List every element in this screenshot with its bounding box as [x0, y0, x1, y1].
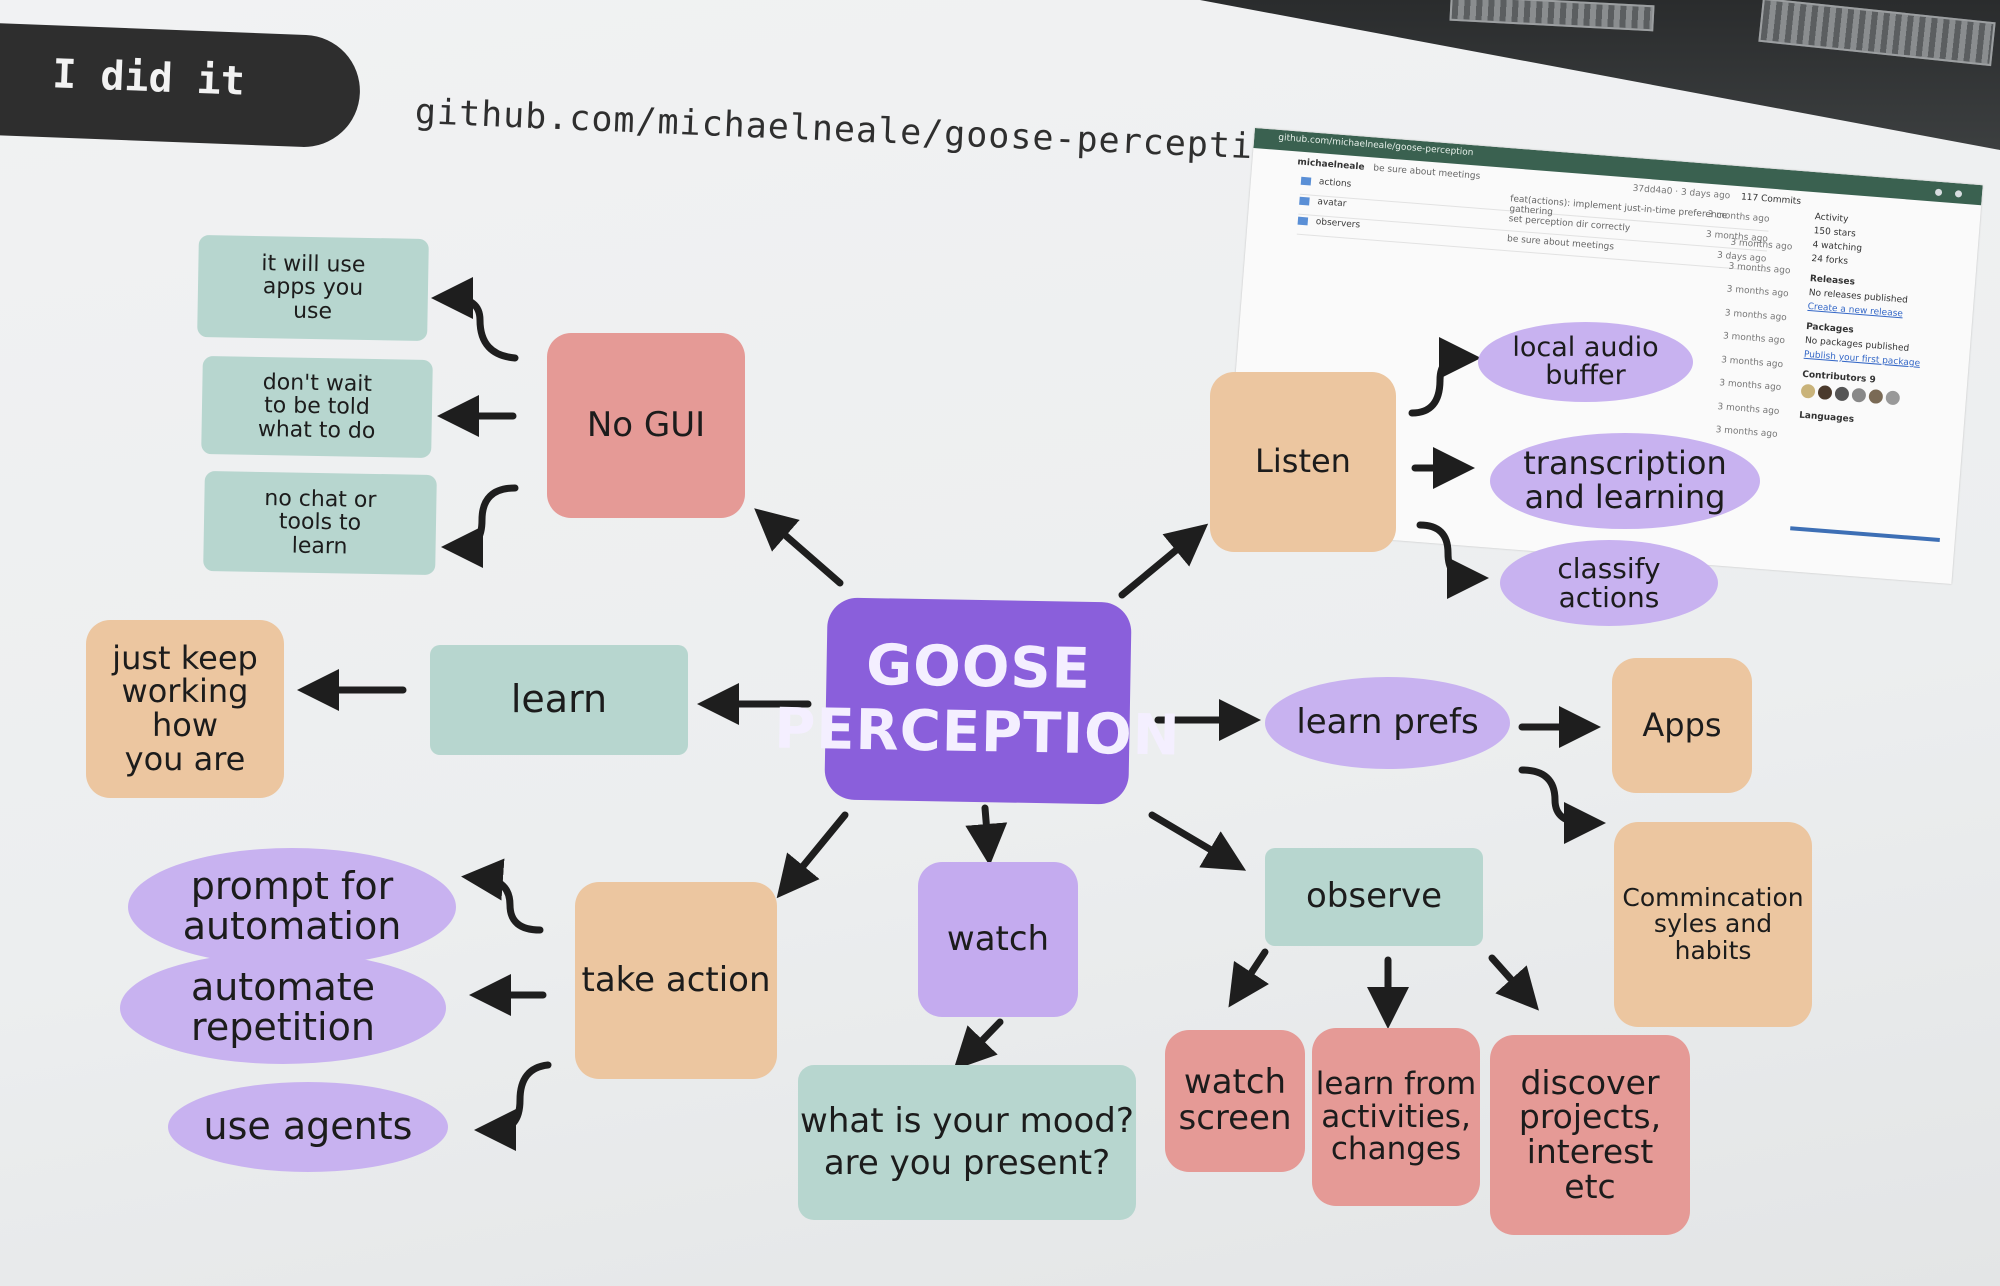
node-text-line: and learning	[1524, 478, 1726, 516]
listen-node: Listen	[1210, 372, 1396, 552]
arrow-center-to-nogui	[754, 508, 844, 587]
arrow-watch-to-child	[953, 1018, 1004, 1071]
node-text-line: learn from	[1315, 1066, 1477, 1103]
node-text-line: working how	[121, 672, 249, 744]
arrow-observe-to-discover	[1488, 954, 1539, 1011]
node-text-line: habits	[1674, 935, 1752, 965]
goose-perception-node: GOOSE PERCEPTION	[774, 597, 1181, 805]
node-text-line: discover	[1520, 1062, 1660, 1102]
node-text-line: etc	[1564, 1166, 1616, 1206]
arrow-listen-to-child3	[1416, 521, 1489, 599]
arrow-center-to-takeaction	[776, 811, 849, 899]
take-action-node: take action	[575, 882, 777, 1079]
arrow-listen-to-child1	[1408, 337, 1481, 417]
node-text-line: tools to	[278, 509, 362, 537]
node-text-line: transcription	[1523, 444, 1727, 483]
arrow-center-to-listen	[1118, 523, 1209, 599]
watch-label: watch	[946, 918, 1050, 959]
no-gui-node: No GUI	[547, 333, 745, 518]
arrow-takeaction-to-child1	[461, 858, 544, 934]
listen-child-node: transcription and learning	[1490, 433, 1760, 529]
learn-label: learn	[510, 677, 608, 722]
watch-child-node: what is your mood? are you present?	[798, 1065, 1136, 1220]
node-text-line: local audio	[1512, 331, 1659, 363]
node-text-line: projects,	[1518, 1097, 1662, 1137]
node-text-line: automation	[182, 904, 402, 948]
node-text-line: changes	[1330, 1131, 1462, 1168]
observe-child-node: discover projects, interest etc	[1490, 1035, 1690, 1235]
communication-node: Commincation syles and habits	[1614, 822, 1812, 1027]
learn-prefs-node: learn prefs	[1265, 677, 1510, 769]
listen-label: Listen	[1255, 442, 1351, 481]
node-text-line: what is your mood?	[800, 1100, 1134, 1141]
node-text-line: watch	[1183, 1062, 1287, 1103]
observe-child-node: learn from activities, changes	[1312, 1028, 1480, 1206]
node-text-line: you are	[124, 739, 246, 778]
apps-node: Apps	[1612, 658, 1752, 793]
node-text-line: syles and	[1653, 909, 1773, 939]
take-action-child-node: prompt for automation	[128, 848, 456, 966]
arrow-takeaction-to-child3	[474, 1061, 552, 1151]
arrow-observe-to-watchscreen	[1228, 948, 1270, 1008]
no-gui-child-node: it will use apps you use	[197, 235, 429, 341]
node-text-line: no chat or	[264, 486, 377, 514]
node-text-line: actions	[1558, 581, 1660, 614]
node-text-line: activities,	[1321, 1098, 1471, 1135]
node-text-line: to be told	[263, 393, 371, 421]
learn-prefs-label: learn prefs	[1296, 702, 1479, 743]
observe-child-node: watch screen	[1165, 1030, 1305, 1172]
listen-child-node: local audio buffer	[1478, 322, 1693, 402]
arrow-center-to-watch	[965, 804, 1008, 866]
node-text-line: automate	[190, 965, 376, 1010]
node-text-line: classify	[1557, 551, 1661, 585]
apps-label: Apps	[1642, 705, 1722, 744]
learn-node: learn	[430, 645, 688, 755]
node-text-line: use agents	[203, 1104, 413, 1149]
node-text-line: what to do	[257, 416, 376, 444]
no-gui-label: No GUI	[586, 404, 706, 445]
node-text-line: learn	[291, 533, 348, 560]
learn-child-node: just keep working how you are	[86, 620, 284, 798]
node-text-line: interest	[1526, 1132, 1654, 1171]
no-gui-child-node: no chat or tools to learn	[203, 470, 437, 576]
center-line-1: GOOSE	[865, 633, 1092, 703]
arrow-nogui-to-child3	[441, 484, 519, 568]
take-action-child-node: use agents	[168, 1082, 448, 1172]
node-text-line: Commincation	[1622, 883, 1804, 913]
node-text-line: are you present?	[823, 1142, 1111, 1183]
arrow-center-to-observe	[1148, 811, 1247, 871]
observe-label: observe	[1305, 876, 1443, 917]
node-text-line: use	[292, 298, 333, 324]
node-text-line: screen	[1178, 1098, 1292, 1138]
take-action-child-node: automate repetition	[120, 952, 446, 1064]
node-text-line: buffer	[1545, 360, 1626, 391]
node-text-line: apps you	[262, 274, 364, 302]
node-text-line: don't wait	[262, 370, 373, 398]
arrow-learnprefs-to-communication	[1518, 766, 1606, 844]
node-text-line: prompt for	[190, 864, 394, 909]
center-line-2: PERCEPTION	[773, 696, 1182, 769]
no-gui-child-node: don't wait to be told what to do	[201, 356, 433, 458]
node-text-line: it will use	[261, 251, 366, 279]
node-text-line: just keep	[112, 638, 258, 677]
take-action-label: take action	[581, 959, 771, 1000]
listen-child-node: classify actions	[1500, 540, 1718, 626]
observe-node: observe	[1265, 848, 1483, 946]
node-text-line: repetition	[191, 1005, 375, 1049]
arrow-nogui-to-child1	[431, 277, 519, 362]
watch-node: watch	[918, 862, 1078, 1017]
